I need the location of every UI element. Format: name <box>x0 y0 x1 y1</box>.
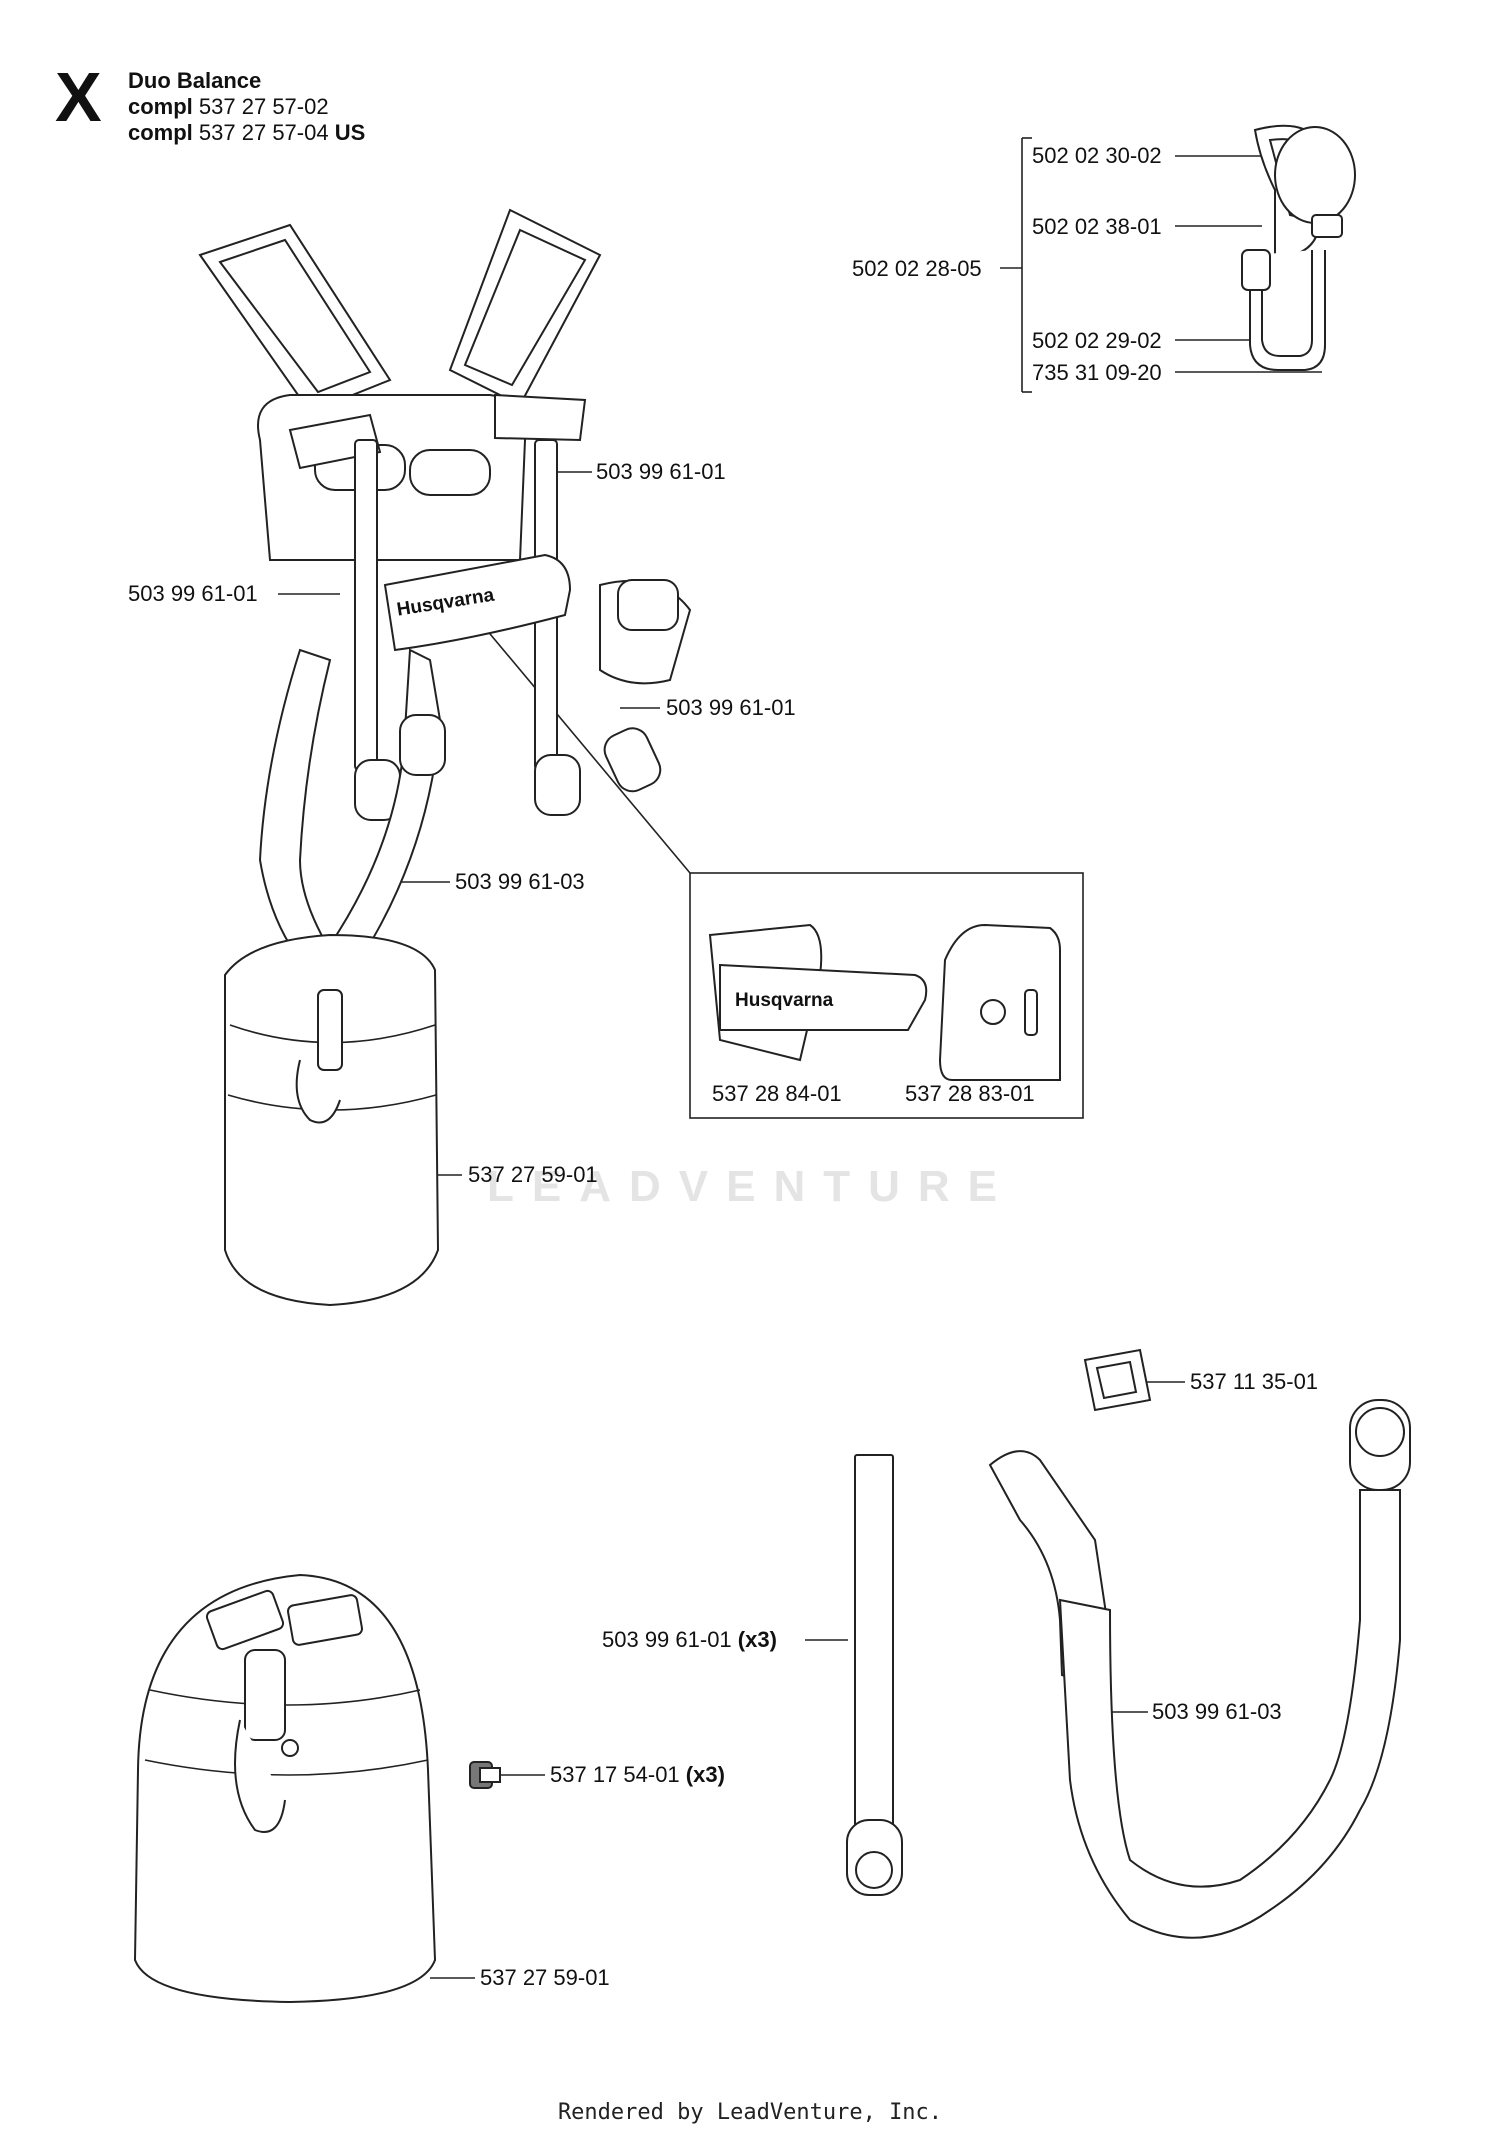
part-label-hook-spring[interactable]: 735 31 09-20 <box>1032 360 1162 385</box>
footer-credit: Rendered by LeadVenture, Inc. <box>557 2100 943 2125</box>
diagram-header: Duo Balance compl 537 27 57-02 compl 537… <box>128 68 365 146</box>
inset-pads-box <box>689 872 1084 1119</box>
part-label-screw[interactable]: 537 17 54-01 (x3) <box>550 1762 725 1788</box>
part-label-pad-right[interactable]: 537 28 83-01 <box>905 1081 1035 1106</box>
part-label-strap-upper-right[interactable]: 503 99 61-01 <box>596 459 726 484</box>
brand-logo-inset-pad: Husqvarna <box>735 990 834 1011</box>
single-strap-drawing <box>805 1454 903 1896</box>
part-label-hook-pin[interactable]: 502 02 38-01 <box>1032 214 1162 239</box>
screw-drawing <box>469 1761 545 1789</box>
harness-drawing <box>198 208 692 1307</box>
part-label-hook-assembly[interactable]: 502 02 28-05 <box>852 256 982 281</box>
compl-line-1: compl 537 27 57-02 <box>128 94 365 120</box>
compl-label: compl <box>128 120 193 145</box>
compl-part-number: 537 27 57-02 <box>198 94 329 119</box>
part-label-hip-pad-top[interactable]: 537 27 59-01 <box>468 1162 598 1187</box>
quantity: (x3) <box>685 1762 725 1787</box>
part-label-buckle[interactable]: 537 11 35-01 <box>1190 1369 1319 1394</box>
section-letter: X <box>55 58 102 136</box>
part-label-strap-long-bottom[interactable]: 503 99 61-03 <box>1152 1699 1282 1724</box>
compl-line-2: compl 537 27 57-04 US <box>128 120 365 146</box>
part-label-strap-long[interactable]: 503 99 61-03 <box>455 869 585 894</box>
part-label-strap-left[interactable]: 503 99 61-01 <box>128 581 258 606</box>
part-number: 537 17 54-01 <box>550 1762 680 1787</box>
part-label-strap-single[interactable]: 503 99 61-01 (x3) <box>602 1627 777 1653</box>
part-label-hook-top[interactable]: 502 02 30-02 <box>1032 143 1162 168</box>
diagram-title: Duo Balance <box>128 68 262 93</box>
hip-pad-drawing <box>133 1573 475 2004</box>
part-label-pad-left[interactable]: 537 28 84-01 <box>712 1081 842 1106</box>
compl-label: compl <box>128 94 193 119</box>
watermark: LEADVENTURE <box>487 1162 1016 1211</box>
region-code: US <box>334 120 366 145</box>
quantity: (x3) <box>737 1627 777 1652</box>
part-number: 503 99 61-01 <box>602 1627 732 1652</box>
hook-assembly-drawing <box>1000 124 1356 393</box>
compl-part-number: 537 27 57-04 <box>198 120 329 145</box>
long-strap-drawing <box>988 1348 1411 1939</box>
part-label-strap-lower-right[interactable]: 503 99 61-01 <box>666 695 796 720</box>
part-label-hip-pad-bottom[interactable]: 537 27 59-01 <box>480 1965 610 1990</box>
part-label-hook-body[interactable]: 502 02 29-02 <box>1032 328 1162 353</box>
